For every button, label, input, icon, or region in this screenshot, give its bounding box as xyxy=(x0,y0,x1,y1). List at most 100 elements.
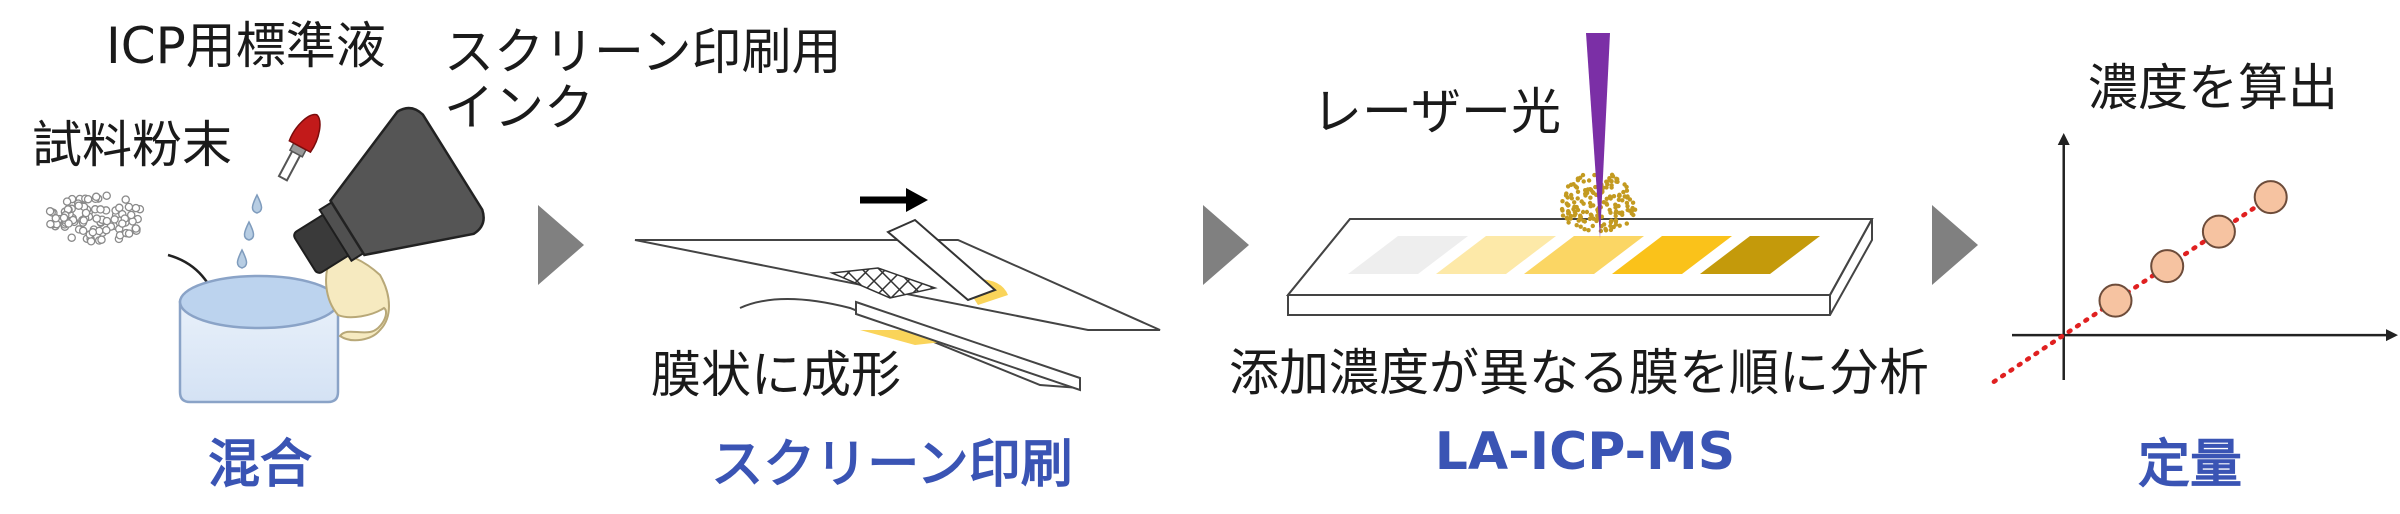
ablation-particle xyxy=(1577,216,1583,222)
ablation-particle xyxy=(1624,184,1629,190)
ablation-particle xyxy=(1611,224,1616,230)
ablation-particle xyxy=(1587,200,1593,206)
ablation-particle xyxy=(1614,179,1619,184)
ink-bottle-icon xyxy=(293,106,485,342)
fit-line xyxy=(1991,189,2281,384)
powder-dot xyxy=(64,219,73,228)
mesh-pattern xyxy=(829,267,938,299)
powder-dot xyxy=(86,237,96,246)
powder-dot xyxy=(88,228,98,237)
label-laser-light: レーザー光 xyxy=(1312,83,1561,141)
ablation-particle xyxy=(1609,179,1614,184)
ablation-particle xyxy=(1609,183,1614,188)
powder-dot xyxy=(126,210,136,220)
ablation-particle xyxy=(1593,184,1598,190)
ablation-particle xyxy=(1630,200,1636,205)
label-sequential-analysis: 添加濃度が異なる膜を順に分析 xyxy=(1229,344,1929,402)
powder-dot xyxy=(81,208,91,218)
ablation-particle xyxy=(1580,172,1586,178)
ablation-particle xyxy=(1580,209,1586,215)
powder-dot xyxy=(131,224,141,233)
membrane-strip xyxy=(1348,236,1468,274)
ablation-particle xyxy=(1563,193,1569,198)
screen-printing-setup xyxy=(634,218,1161,392)
powder-dot xyxy=(67,233,76,242)
ablation-particle xyxy=(1566,220,1571,225)
data-point xyxy=(2150,249,2185,284)
ablation-particle xyxy=(1609,172,1615,177)
ablation-particle xyxy=(1572,213,1577,218)
data-point xyxy=(2253,180,2288,215)
ablation-particle xyxy=(1613,213,1618,219)
powder-dot xyxy=(46,219,55,229)
ablation-particle xyxy=(1590,223,1596,229)
ablation-particle xyxy=(1578,213,1583,218)
ablation-particle xyxy=(1613,218,1618,223)
powder-dot xyxy=(97,235,106,244)
ablation-particle xyxy=(1616,203,1621,209)
ablation-particle xyxy=(1564,216,1570,221)
ablation-particle xyxy=(1604,196,1610,201)
powder-dots xyxy=(45,191,145,246)
ablation-particle xyxy=(1601,222,1607,227)
dropper-icon xyxy=(277,113,321,182)
ablation-particle xyxy=(1579,199,1584,204)
powder-dot xyxy=(115,203,124,213)
ablation-particle xyxy=(1560,213,1566,218)
ablation-particle xyxy=(1624,200,1630,206)
ablation-particle xyxy=(1617,210,1622,216)
ablation-particle xyxy=(1575,196,1580,201)
ablation-particle xyxy=(1559,206,1565,212)
powder-dot xyxy=(51,214,61,223)
powder-dot xyxy=(91,192,101,202)
ablation-particle xyxy=(1578,175,1583,180)
step-arrow-2 xyxy=(1203,205,1249,285)
ablation-particle xyxy=(1575,189,1581,194)
ablation-particle xyxy=(1589,213,1594,218)
ablation-particle xyxy=(1617,223,1622,228)
data-point xyxy=(2201,214,2236,249)
ablation-particle xyxy=(1594,218,1599,224)
ablation-particle xyxy=(1568,182,1574,187)
powder-dot xyxy=(110,215,119,224)
ablation-particle xyxy=(1604,202,1610,207)
membrane-strip xyxy=(1700,236,1820,274)
laser-beam-icon xyxy=(1586,33,1610,238)
ablation-particle xyxy=(1568,216,1573,221)
ablation-particle xyxy=(1624,188,1630,193)
step-arrow-3 xyxy=(1932,205,1978,285)
x-axis-arrowhead xyxy=(2386,329,2398,342)
label-screen-ink-line2: インク xyxy=(444,79,594,137)
ablation-particle xyxy=(1595,213,1600,218)
powder-dot xyxy=(78,226,88,236)
direction-arrow-icon xyxy=(860,188,928,212)
powder-dot xyxy=(118,219,127,228)
ablation-particle xyxy=(1608,196,1613,201)
ablation-particle xyxy=(1598,228,1604,234)
calibration-chart xyxy=(1991,133,2398,384)
step-label-la-icp-ms: LA-ICP-MS xyxy=(1434,422,1736,482)
label-screen-ink-line1: スクリーン印刷用 xyxy=(444,23,842,81)
ablation-particle xyxy=(1586,228,1591,233)
ablation-particle xyxy=(1604,185,1609,190)
ablation-particle xyxy=(1584,209,1590,215)
label-membrane-formed: 膜状に成形 xyxy=(651,346,901,404)
ablation-particle xyxy=(1603,226,1608,232)
powder-dot xyxy=(96,205,105,214)
ablation-particle xyxy=(1588,195,1593,200)
squeegee xyxy=(886,218,997,302)
ablation-particle xyxy=(1624,221,1630,226)
ablation-particle xyxy=(1582,219,1588,224)
label-icp-standard: ICP用標準液 xyxy=(106,17,386,75)
powder-dot xyxy=(83,194,93,204)
y-axis-arrowhead xyxy=(2057,133,2070,145)
ablation-particle xyxy=(1592,172,1597,178)
concentration-strips xyxy=(1348,236,1820,274)
powder-dot xyxy=(102,191,111,200)
ablation-particle xyxy=(1574,223,1579,228)
powder-dot xyxy=(131,203,141,213)
step-label-screen-printing: スクリーン印刷 xyxy=(711,435,1073,495)
powder-dot xyxy=(45,207,55,216)
ablation-particle xyxy=(1566,211,1571,216)
